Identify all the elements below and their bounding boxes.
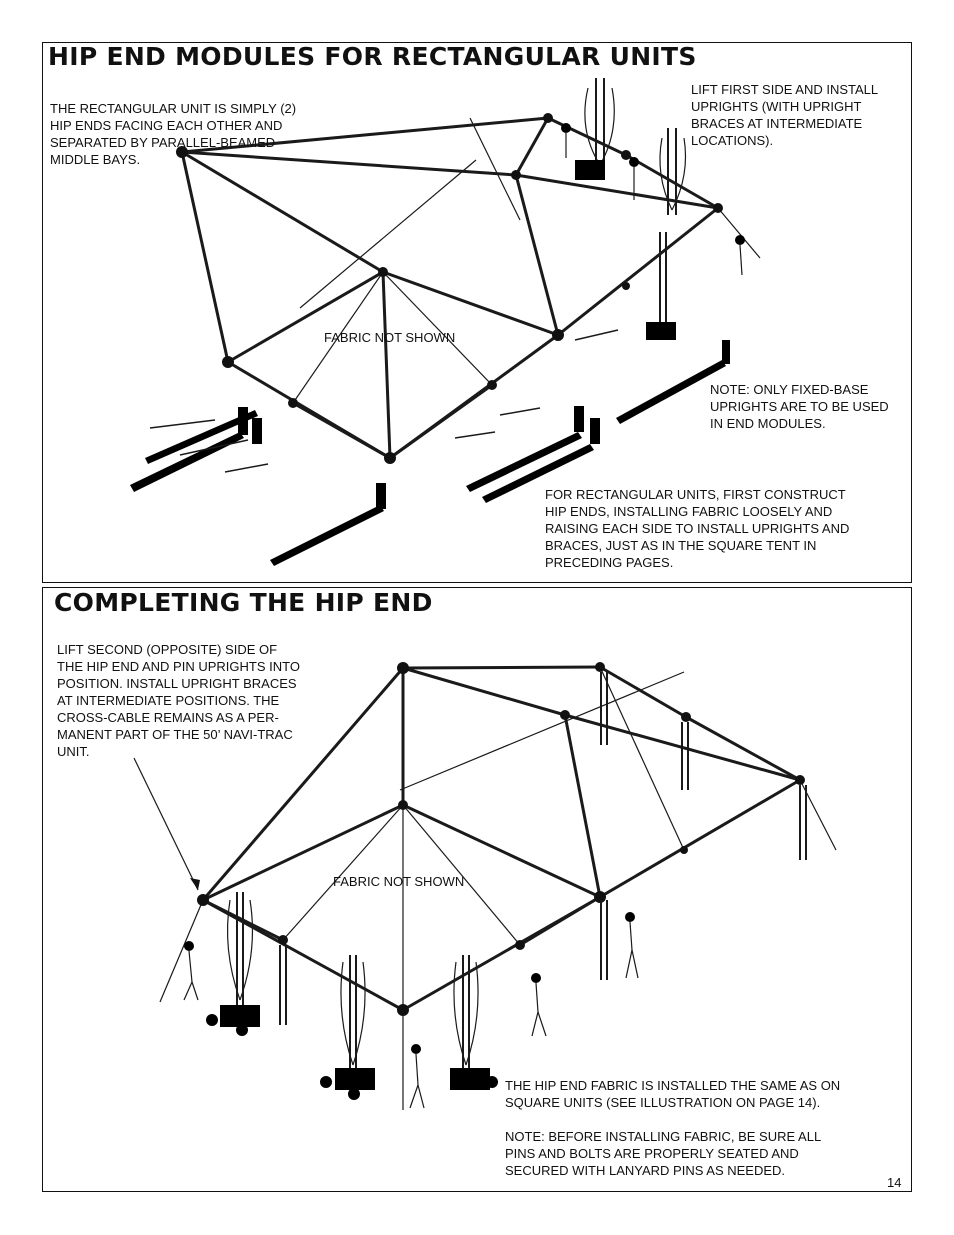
bottom-section-title: COMPLETING THE HIP END bbox=[54, 588, 433, 617]
hip-end-fabric-note: THE HIP END FABRIC IS INSTALLED THE SAME… bbox=[505, 1078, 841, 1110]
rectangular-unit-frame-illustration bbox=[130, 78, 761, 566]
lift-second-side-note: LIFT SECOND (OPPOSITE) SIDE OF THE HIP E… bbox=[57, 642, 300, 759]
completing-hip-end-panel bbox=[42, 587, 912, 1192]
lift-first-side-note: LIFT FIRST SIDE AND INSTALL UPRIGHTS (WI… bbox=[691, 82, 879, 148]
fabric-not-shown-label-top: FABRIC NOT SHOWN bbox=[324, 330, 456, 345]
before-installing-fabric-note: NOTE: BEFORE INSTALLING FABRIC, BE SURE … bbox=[505, 1129, 822, 1178]
top-section-title: HIP END MODULES FOR RECTANGULAR UNITS bbox=[48, 42, 697, 71]
rectangular-unit-note: THE RECTANGULAR UNIT IS SIMPLY (2) HIP E… bbox=[50, 101, 297, 167]
fixed-base-uprights-note: NOTE: ONLY FIXED-BASE UPRIGHTS ARE TO BE… bbox=[710, 382, 889, 431]
page-number: 14 bbox=[887, 1175, 902, 1190]
fabric-not-shown-label-bottom: FABRIC NOT SHOWN bbox=[333, 874, 465, 889]
rectangular-units-construction-note: FOR RECTANGULAR UNITS, FIRST CONSTRUCT H… bbox=[545, 487, 850, 570]
